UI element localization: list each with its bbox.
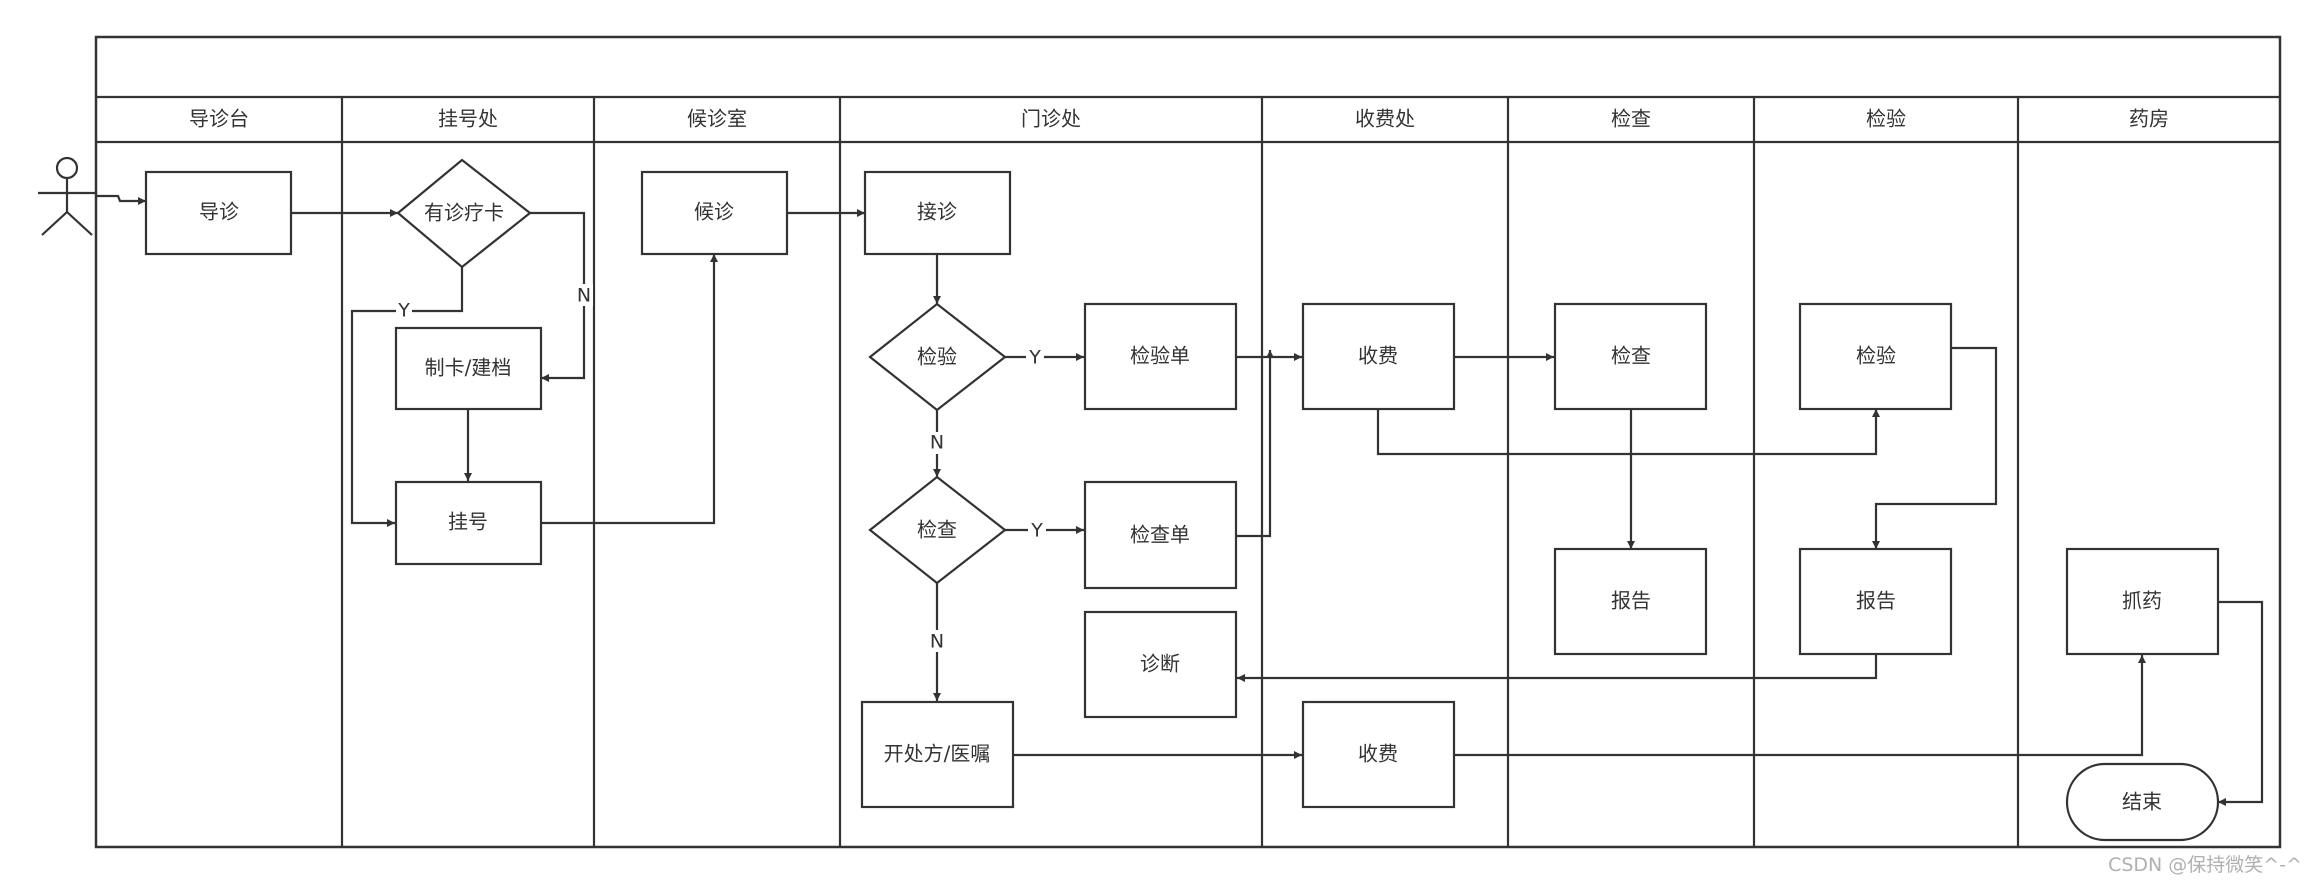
lane-header-clinic: 门诊处 xyxy=(1021,107,1081,131)
node-exam-report-label: 报告 xyxy=(1611,589,1651,613)
node-end-label: 结束 xyxy=(2122,790,2162,814)
node-wait[interactable]: 候诊 xyxy=(640,170,789,256)
node-lab-decision[interactable]: 检验 xyxy=(868,302,1007,412)
node-wait-label: 候诊 xyxy=(694,200,734,224)
node-receive-label: 接诊 xyxy=(917,200,957,224)
node-prescribe-label: 开处方/医嘱 xyxy=(884,742,991,766)
actor-icon xyxy=(38,156,96,236)
node-lab-report-label: 报告 xyxy=(1856,589,1896,613)
edge-dispense-end xyxy=(2218,600,2264,806)
node-charge-2-label: 收费 xyxy=(1358,742,1398,766)
lane-header-register: 挂号处 xyxy=(438,107,498,131)
lane-header-lab: 检验 xyxy=(1866,107,1906,131)
node-dispense[interactable]: 抓药 xyxy=(2065,547,2220,656)
lane-header-waiting: 候诊室 xyxy=(687,107,747,131)
edge-label-lab-yes: Y xyxy=(1028,347,1041,369)
edge-label-lab-no: N xyxy=(930,432,944,454)
node-exam-label: 检查 xyxy=(1611,344,1651,368)
node-lab-label: 检验 xyxy=(1856,344,1896,368)
node-exam-report[interactable]: 报告 xyxy=(1553,547,1708,656)
node-has-card-decision[interactable]: 有诊疗卡 xyxy=(396,158,532,269)
edge-charge-lab xyxy=(1376,409,1880,456)
node-lab-report[interactable]: 报告 xyxy=(1798,547,1953,656)
node-diagnosis[interactable]: 诊断 xyxy=(1083,610,1238,719)
node-charge-1[interactable]: 收费 xyxy=(1301,302,1456,411)
node-exam-decision[interactable]: 检查 xyxy=(868,475,1007,585)
node-lab[interactable]: 检验 xyxy=(1798,302,1953,411)
node-receive[interactable]: 接诊 xyxy=(863,170,1012,256)
edge-examorder-charge xyxy=(1236,350,1274,538)
node-guide[interactable]: 导诊 xyxy=(144,170,293,256)
node-make-card-label: 制卡/建档 xyxy=(425,356,512,380)
edge-charge-dispense xyxy=(1453,655,2146,757)
node-exam[interactable]: 检查 xyxy=(1553,302,1708,411)
edge-label-exam-no: N xyxy=(930,631,944,653)
node-lab-decision-label: 检验 xyxy=(917,345,957,369)
lane-header-guide: 导诊台 xyxy=(189,107,249,131)
edge-lab-report xyxy=(1872,346,1998,549)
node-charge-1-label: 收费 xyxy=(1358,344,1398,368)
node-register-label: 挂号 xyxy=(448,510,488,534)
edge-actor-guide xyxy=(96,194,146,205)
watermark: CSDN @保持微笑^-^ xyxy=(2108,854,2302,876)
node-lab-order[interactable]: 检验单 xyxy=(1083,302,1238,411)
node-exam-decision-label: 检查 xyxy=(917,518,957,542)
node-dispense-label: 抓药 xyxy=(2122,589,2162,613)
edge-hascard-yes xyxy=(350,267,464,527)
node-lab-order-label: 检验单 xyxy=(1130,344,1190,368)
node-diagnosis-label: 诊断 xyxy=(1140,652,1180,676)
node-exam-order[interactable]: 检查单 xyxy=(1083,480,1238,590)
node-register[interactable]: 挂号 xyxy=(394,480,543,566)
lane-header-exam: 检查 xyxy=(1611,107,1651,131)
lane-dividers xyxy=(340,97,2020,847)
edge-label-hascard-yes: Y xyxy=(397,300,410,322)
node-make-card[interactable]: 制卡/建档 xyxy=(394,326,543,411)
node-exam-order-label: 检查单 xyxy=(1130,523,1190,547)
edge-report-diagnosis xyxy=(1237,654,1878,682)
node-end[interactable]: 结束 xyxy=(2065,762,2220,842)
node-has-card-label: 有诊疗卡 xyxy=(424,201,504,225)
node-charge-2[interactable]: 收费 xyxy=(1301,700,1456,809)
lane-header-billing: 收费处 xyxy=(1355,107,1415,131)
edge-register-wait xyxy=(540,254,718,525)
pool-frame xyxy=(94,35,2282,849)
lane-header-pharmacy: 药房 xyxy=(2129,107,2169,131)
edge-label-hascard-no: N xyxy=(577,285,591,307)
node-guide-label: 导诊 xyxy=(199,200,239,224)
edge-label-exam-yes: Y xyxy=(1030,520,1043,542)
node-prescribe[interactable]: 开处方/医嘱 xyxy=(860,700,1015,809)
